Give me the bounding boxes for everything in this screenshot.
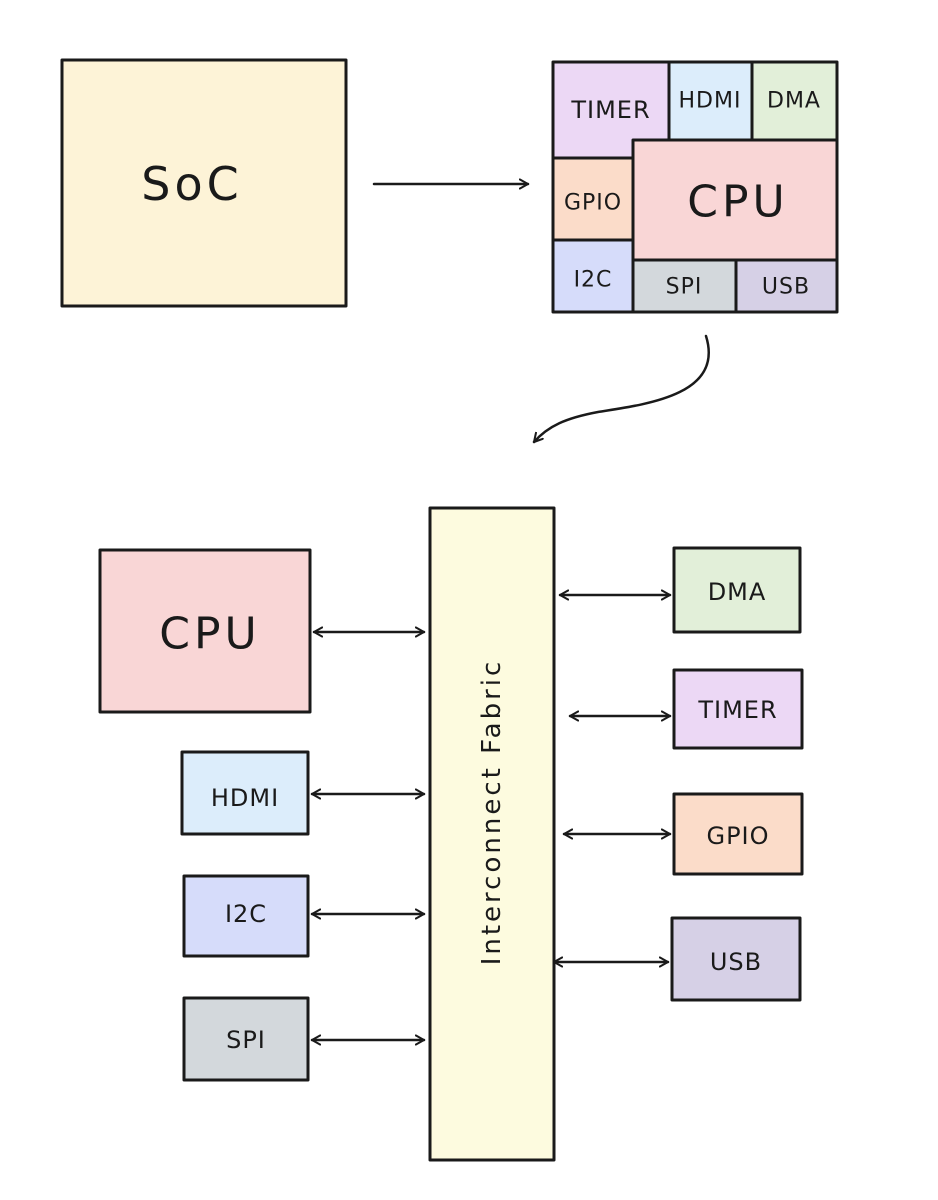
soc-block: SoC: [60, 58, 348, 308]
block-dma-label: DMA: [708, 578, 767, 606]
block-cpu-rect: [98, 548, 312, 714]
block-spi-rect: [182, 996, 310, 1082]
soc-block-rect: [60, 58, 348, 308]
fabric-rect: [428, 506, 556, 1162]
block-timer: TIMER: [672, 668, 804, 750]
soc-label: SoC: [141, 157, 242, 211]
fabric-label: Interconnect Fabric: [477, 659, 507, 966]
block-usb: USB: [670, 916, 802, 1002]
fp-dma-label: DMA: [767, 89, 821, 114]
block-hdmi-rect: [180, 750, 310, 836]
block-hdmi: HDMI: [180, 750, 310, 836]
block-gpio: GPIO: [672, 792, 804, 876]
block-spi-label: SPI: [226, 1026, 266, 1054]
fp-cpu-block: [631, 138, 839, 262]
fp-spi-label: SPI: [666, 275, 703, 300]
fp-usb-label: USB: [762, 275, 810, 300]
block-cpu-label: CPU: [159, 609, 260, 660]
block-i2c-rect: [182, 874, 310, 958]
fp-usb-block: [734, 258, 839, 314]
soc-floorplan: TIMER HDMI DMA GPIO CPU I2C SPI USB: [551, 60, 839, 314]
block-usb-label: USB: [710, 948, 762, 976]
block-spi: SPI: [182, 996, 310, 1082]
interconnect-fabric: Interconnect Fabric: [428, 506, 556, 1162]
block-timer-label: TIMER: [697, 696, 777, 724]
block-i2c: I2C: [182, 874, 310, 958]
block-hdmi-label: HDMI: [211, 784, 279, 812]
floorplan-to-detail-arrow: [532, 334, 710, 444]
block-gpio-rect: [672, 792, 804, 876]
fp-hdmi-label: HDMI: [679, 89, 742, 114]
fp-gpio-label: GPIO: [564, 191, 622, 216]
fp-cpu-label: CPU: [687, 177, 788, 228]
block-gpio-label: GPIO: [706, 822, 769, 850]
block-timer-rect: [672, 668, 804, 750]
block-dma: DMA: [672, 546, 802, 634]
block-i2c-label: I2C: [225, 900, 267, 928]
block-dma-rect: [672, 546, 802, 634]
fp-i2c-label: I2C: [574, 268, 613, 293]
block-cpu: CPU: [98, 548, 312, 714]
fp-timer-label: TIMER: [570, 96, 650, 124]
block-usb-rect: [670, 916, 802, 1002]
